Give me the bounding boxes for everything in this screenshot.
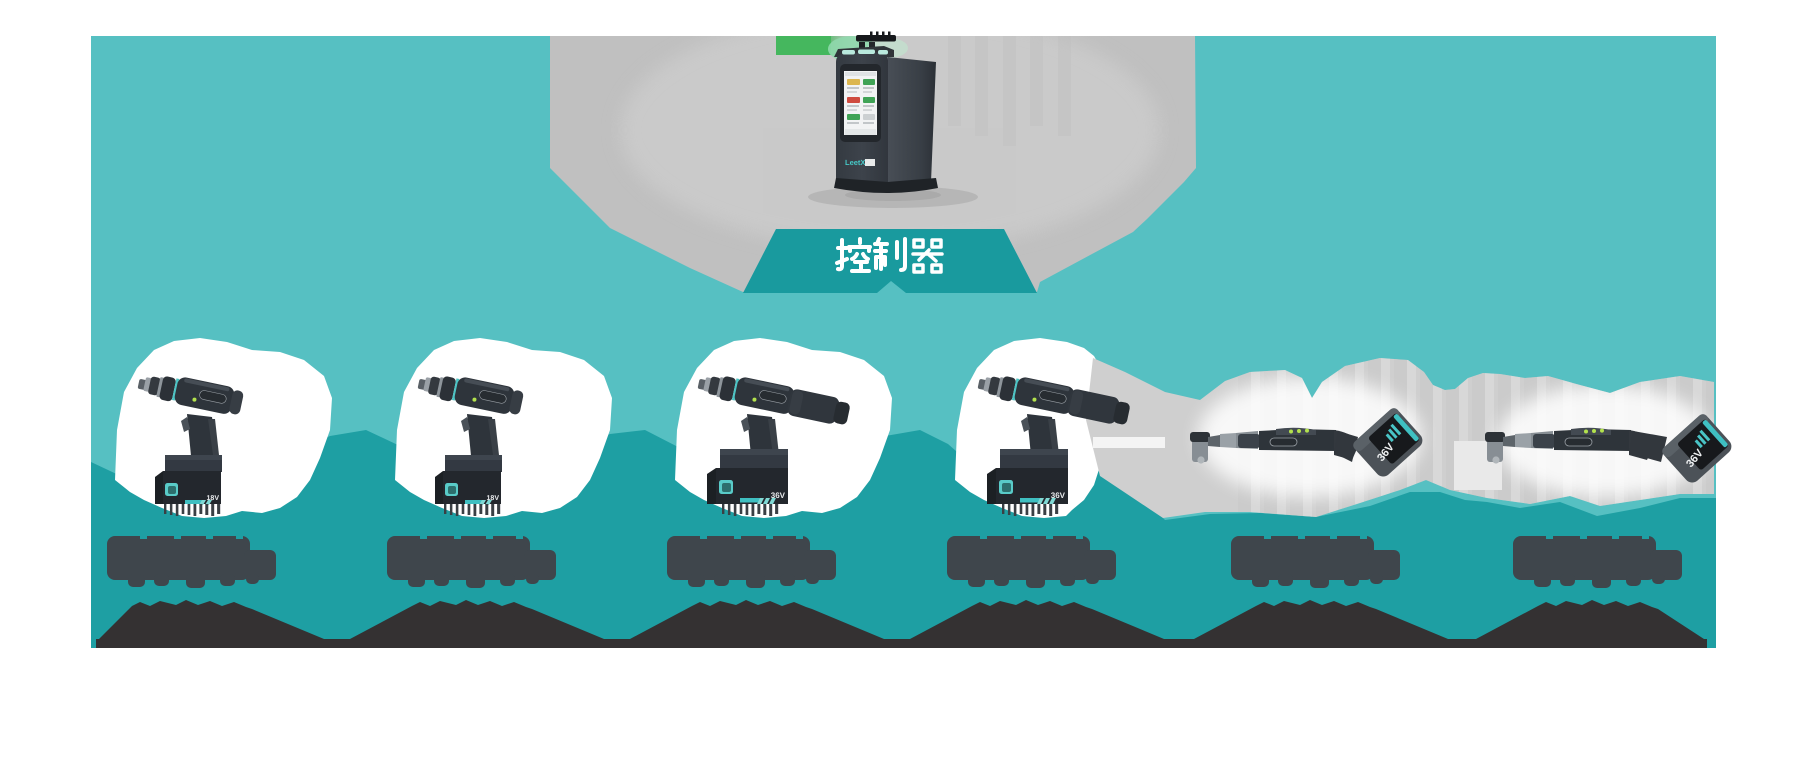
svg-text:18V: 18V: [487, 495, 500, 502]
svg-text:LeetX: LeetX: [845, 158, 865, 167]
svg-text:36V: 36V: [771, 491, 786, 500]
svg-text:36V: 36V: [1051, 491, 1066, 500]
svg-text:18V: 18V: [207, 495, 220, 502]
